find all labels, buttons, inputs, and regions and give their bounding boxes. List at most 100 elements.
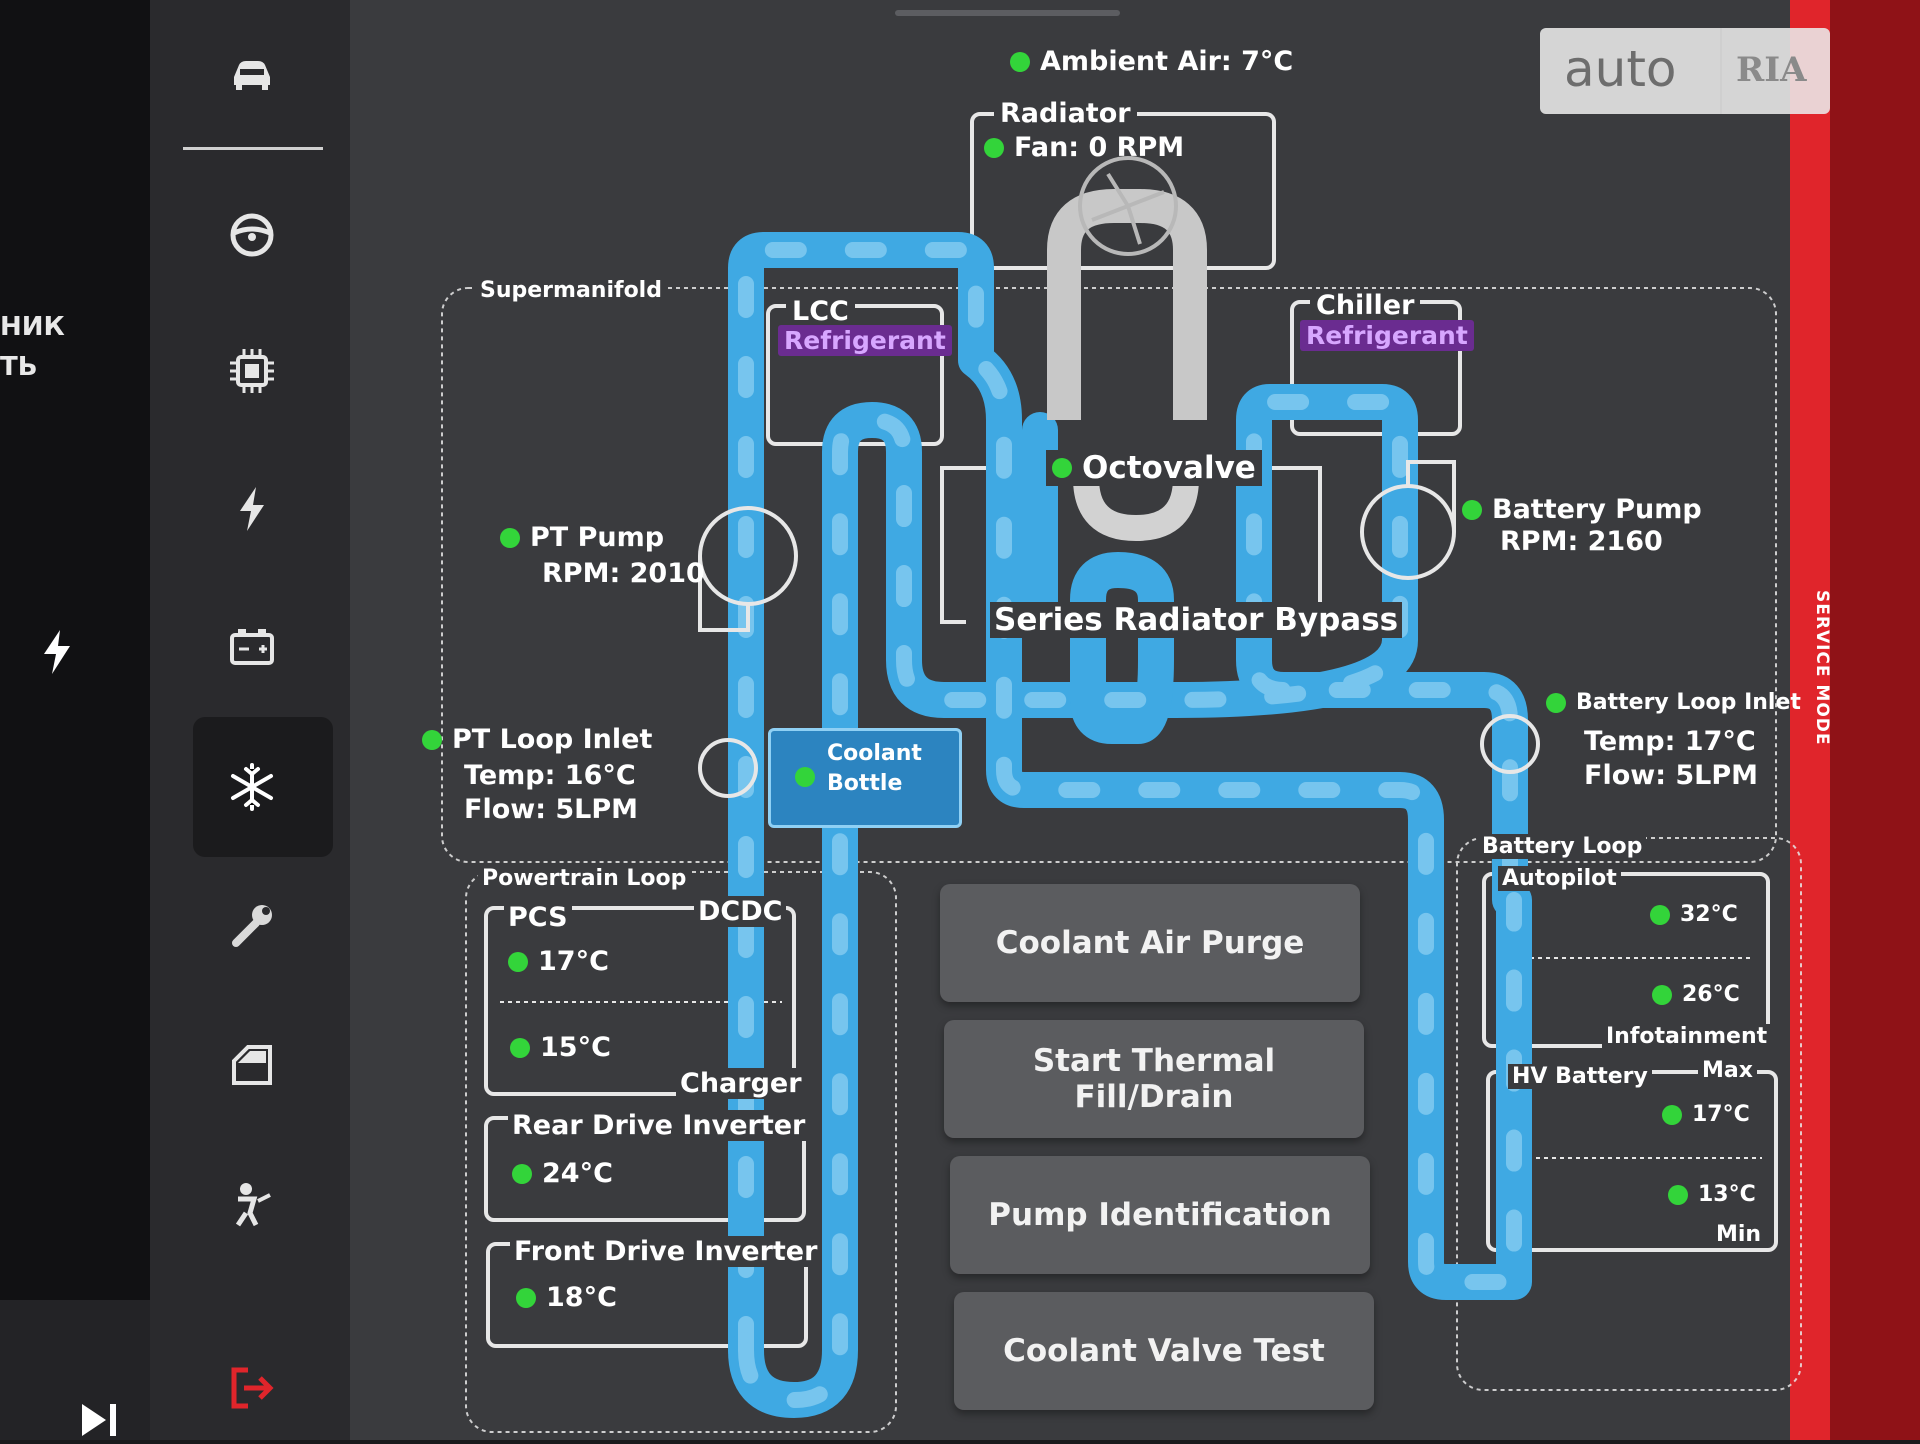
- pt-loop-inlet-temp: Temp: 16°C: [464, 760, 636, 791]
- coolant-pipes: [728, 232, 1532, 1418]
- radiator-fan-icon: [1078, 156, 1178, 256]
- battery-loop-title: Battery Loop: [1478, 834, 1647, 859]
- powertrain-loop-title: Powertrain Loop: [478, 866, 691, 891]
- battery-loop-inlet-sensor: [1480, 714, 1540, 774]
- left-text-fragment: НИК: [0, 312, 65, 342]
- battery-loop-inlet-label: Battery Loop Inlet: [1546, 690, 1801, 715]
- left-background-strip: НИК ТЬ: [0, 0, 150, 1440]
- watermark-logo: auto RIA: [1540, 28, 1830, 114]
- service-mode-label: SERVICE MODE: [1812, 590, 1832, 746]
- wrench-icon: [232, 905, 272, 947]
- rear-drive-inverter-label: Rear Drive Inverter: [508, 1110, 810, 1141]
- front-inverter-status-dot: [516, 1287, 536, 1308]
- sidebar-item-doors[interactable]: [212, 1030, 292, 1100]
- battery-loop-inlet-status-dot: [1546, 692, 1566, 713]
- infotainment-label: Infotainment: [1602, 1024, 1772, 1049]
- hv-min-status-dot: [1668, 1184, 1688, 1205]
- hv-max-status-dot: [1662, 1104, 1682, 1125]
- pump-identification-button[interactable]: Pump Identification: [950, 1156, 1370, 1274]
- sidebar-item-battery[interactable]: [212, 612, 292, 682]
- pcs-dcdc-box: [484, 906, 796, 1096]
- snowflake-icon: [231, 763, 273, 811]
- charger-temp-reading: 15°C: [510, 1032, 611, 1063]
- door-icon: [232, 1045, 272, 1085]
- hv-battery-min-temp: 13°C: [1668, 1182, 1756, 1207]
- chiller-refrigerant-badge: Refrigerant: [1300, 320, 1474, 351]
- battery-pump-label: Battery Pump: [1462, 494, 1702, 525]
- hv-battery-max-temp: 17°C: [1662, 1102, 1750, 1127]
- battery-icon: [230, 629, 274, 665]
- steering-wheel-icon: [230, 213, 274, 257]
- watermark-text-ria: RIA: [1736, 50, 1807, 90]
- rear-inverter-status-dot: [512, 1163, 532, 1184]
- pt-loop-inlet-label: PT Loop Inlet: [422, 724, 652, 755]
- ambient-status-dot: [1010, 51, 1030, 72]
- sidebar-item-chip[interactable]: [212, 336, 292, 406]
- radiator-fan-reading: Fan: 0 RPM: [984, 132, 1184, 163]
- pt-loop-inlet-status-dot: [422, 729, 442, 750]
- service-mode-border: [1790, 0, 1830, 1440]
- lightning-icon: [240, 487, 264, 531]
- battery-pump-status-dot: [1462, 499, 1482, 520]
- front-drive-inverter-label: Front Drive Inverter: [510, 1236, 822, 1267]
- rear-drive-inverter-temp: 24°C: [512, 1158, 613, 1189]
- pt-pump-status-dot: [500, 527, 520, 548]
- autopilot-status-dot: [1650, 904, 1670, 925]
- hv-battery-max-label: Max: [1698, 1058, 1757, 1083]
- right-edge-background: [1830, 0, 1920, 1440]
- charger-status-dot: [510, 1037, 530, 1058]
- panel-drag-handle[interactable]: [895, 10, 1120, 16]
- watermark-text-auto: auto: [1564, 40, 1677, 98]
- infotainment-status-dot: [1652, 984, 1672, 1005]
- sidebar-item-safety[interactable]: [212, 1170, 292, 1240]
- sidebar-item-thermal[interactable]: [212, 752, 292, 822]
- safety-person-icon: [235, 1183, 271, 1227]
- lcc-title: LCC: [786, 296, 855, 327]
- sidebar-item-car[interactable]: [212, 38, 292, 108]
- radiator-fan-status-dot: [984, 137, 1004, 158]
- infotainment-temp-reading: 26°C: [1652, 982, 1740, 1007]
- battery-loop-inlet-flow: Flow: 5LPM: [1584, 760, 1759, 791]
- coolant-bottle-label-line1: Coolant: [827, 741, 922, 766]
- charger-label: Charger: [676, 1068, 806, 1099]
- coolant-valve-test-button[interactable]: Coolant Valve Test: [954, 1292, 1374, 1410]
- car-icon: [234, 61, 270, 90]
- lcc-refrigerant-badge: Refrigerant: [778, 325, 952, 356]
- pt-pump-label: PT Pump: [500, 522, 664, 553]
- sidebar-item-exit[interactable]: [212, 1353, 292, 1423]
- front-drive-inverter-temp: 18°C: [516, 1282, 617, 1313]
- battery-pump-rpm: RPM: 2160: [1500, 526, 1663, 557]
- sidebar-item-power[interactable]: [212, 474, 292, 544]
- chip-icon: [230, 349, 274, 393]
- ambient-air-reading: Ambient Air: 7°C: [1010, 46, 1293, 77]
- autopilot-label: Autopilot: [1498, 866, 1621, 891]
- sidebar-item-steering[interactable]: [212, 200, 292, 270]
- exit-icon: [231, 1367, 274, 1409]
- coolant-air-purge-button[interactable]: Coolant Air Purge: [940, 884, 1360, 1002]
- supermanifold-outline: [441, 287, 1777, 863]
- series-radiator-bypass-label: Series Radiator Bypass: [990, 602, 1403, 638]
- sidebar-active-highlight: [193, 717, 333, 857]
- pcs-label: PCS: [504, 902, 572, 933]
- pcs-temp-reading: 17°C: [508, 946, 609, 977]
- next-track-icon[interactable]: [78, 1400, 122, 1444]
- bolt-icon: [40, 630, 74, 678]
- autopilot-temp-reading: 32°C: [1650, 902, 1738, 927]
- octovalve-label: Octovalve: [1046, 450, 1262, 486]
- sidebar-item-tools[interactable]: [212, 890, 292, 960]
- sidebar-divider: [183, 147, 323, 150]
- powertrain-loop-outline: [465, 871, 897, 1433]
- pt-loop-inlet-flow: Flow: 5LPM: [464, 794, 639, 825]
- pt-loop-inlet-sensor: [698, 738, 758, 798]
- watermark-ria-box: RIA: [1720, 28, 1832, 114]
- media-controls-area: [0, 1300, 165, 1440]
- radiator-title: Radiator: [994, 98, 1137, 129]
- hv-battery-label: HV Battery: [1508, 1064, 1652, 1089]
- hv-battery-min-label: Min: [1712, 1222, 1766, 1247]
- coolant-bottle: Coolant Bottle: [768, 728, 962, 828]
- battery-loop-inlet-temp: Temp: 17°C: [1584, 726, 1756, 757]
- start-thermal-fill-drain-button[interactable]: Start Thermal Fill/Drain: [944, 1020, 1364, 1138]
- dcdc-label: DCDC: [694, 896, 787, 927]
- pcs-status-dot: [508, 951, 528, 972]
